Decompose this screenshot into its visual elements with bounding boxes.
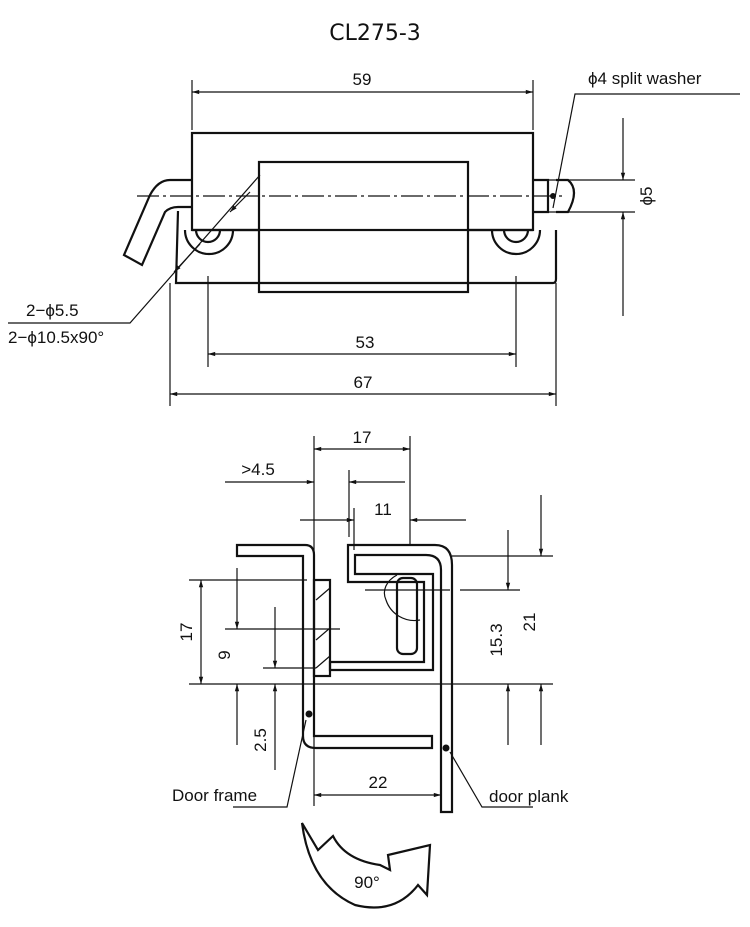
holes-leader [8, 174, 261, 324]
washer-callout: ϕ4 split washer [588, 69, 702, 88]
hinge-barrel [257, 160, 470, 294]
dim-15-3: 15.3 [487, 623, 506, 656]
dim-17-top: 17 [353, 428, 372, 447]
dim-2-5: 2.5 [251, 728, 270, 752]
label-door-plank: door plank [489, 787, 569, 806]
dim-53: 53 [356, 333, 375, 352]
washer-leader [552, 93, 740, 209]
hinge-leaf-body [190, 131, 535, 232]
dim-67: 67 [354, 373, 373, 392]
side-view: 17 >4.5 11 17 9 2.5 15.3 21 22 [172, 428, 569, 909]
base-plate [174, 210, 558, 285]
door-frame-leader [233, 719, 307, 808]
dim-9: 9 [215, 650, 234, 659]
door-plank-leader [449, 751, 533, 808]
dim-17-left: 17 [177, 623, 196, 642]
dim-22: 22 [369, 773, 388, 792]
dim-59: 59 [353, 70, 372, 89]
door-frame-bracket [235, 543, 434, 750]
holes-callout-2: 2−ϕ10.5x90° [8, 328, 104, 347]
dim-11: 11 [374, 500, 392, 519]
label-door-frame: Door frame [172, 786, 257, 805]
dim-min-gap: >4.5 [241, 460, 275, 479]
side-pin [395, 576, 419, 656]
rotation-arrow-icon [300, 822, 432, 909]
holes-callout-1: 2−ϕ5.5 [26, 301, 79, 320]
door-plank-bracket [328, 543, 454, 814]
top-view: 59 53 67 ϕ5 ϕ4 split washer 2−ϕ5.5 2−ϕ10… [8, 69, 740, 406]
lever-handle [122, 178, 192, 267]
dim-21: 21 [520, 613, 539, 632]
drawing-title: CL275-3 [329, 21, 421, 46]
rotation-label: 90° [354, 873, 380, 892]
left-countersunk-hole [183, 229, 235, 256]
dim-pin-diameter: ϕ5 [637, 187, 656, 206]
right-countersunk-hole [490, 229, 542, 256]
